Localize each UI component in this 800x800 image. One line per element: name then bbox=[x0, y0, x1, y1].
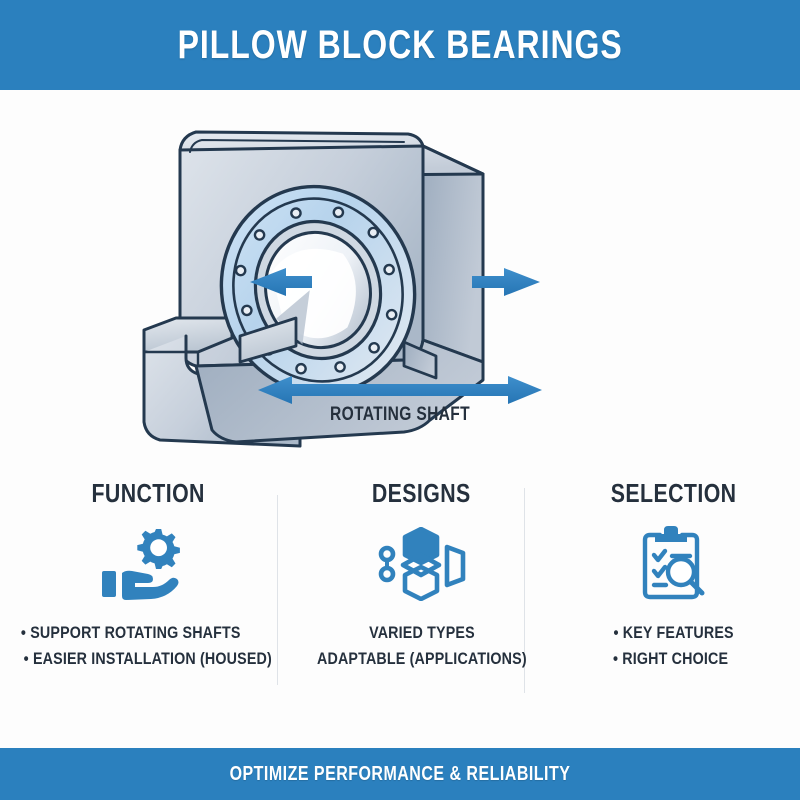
column-function-heading: FUNCTION bbox=[91, 478, 205, 508]
footer-banner: OPTIMIZE PERFORMANCE & RELIABILITY bbox=[0, 748, 800, 800]
shaft-span-arrow bbox=[258, 376, 542, 404]
page-title: PILLOW BLOCK BEARINGS bbox=[177, 22, 623, 67]
thrust-arrows bbox=[250, 268, 540, 296]
list-item-text: EASIER INSTALLATION (HOUSED) bbox=[32, 649, 272, 668]
bore-shadow bbox=[276, 290, 310, 345]
geometric-shapes-icon bbox=[377, 525, 467, 603]
housing-side-face bbox=[421, 144, 485, 364]
list-item-text: KEY FEATURES bbox=[623, 623, 735, 642]
list-item-text: RIGHT CHOICE bbox=[622, 649, 729, 668]
race-outer-groove bbox=[232, 197, 404, 383]
footer-text: OPTIMIZE PERFORMANCE & RELIABILITY bbox=[229, 762, 571, 785]
list-item: • SUPPORT ROTATING SHAFTS bbox=[20, 623, 241, 642]
column-divider-1 bbox=[277, 495, 278, 685]
list-item: VARIED TYPES bbox=[368, 623, 475, 642]
column-selection-list: • KEY FEATURES • RIGHT CHOICE bbox=[602, 623, 745, 669]
bearing-diagram-svg bbox=[142, 130, 542, 448]
list-item: • RIGHT CHOICE bbox=[613, 649, 729, 668]
column-designs-heading: DESIGNS bbox=[372, 478, 472, 508]
housing-top-bevel bbox=[189, 139, 405, 153]
list-item: • KEY FEATURES bbox=[613, 623, 735, 642]
column-designs-list: VARIED TYPES ADAPTABLE (APPLICATIONS) bbox=[297, 623, 547, 669]
column-selection-heading: SELECTION bbox=[611, 478, 737, 508]
hero-illustration bbox=[0, 90, 800, 450]
column-divider-2 bbox=[524, 488, 525, 693]
column-designs: DESIGNS bbox=[296, 470, 548, 700]
right-thrust-arrow bbox=[472, 268, 540, 296]
left-thrust-arrow bbox=[250, 268, 312, 296]
shaft-label: ROTATING SHAFT bbox=[330, 404, 470, 425]
list-item-text: SUPPORT ROTATING SHAFTS bbox=[30, 623, 241, 642]
column-function: FUNCTION • SUPPORT ROTATING SHAFTS • EAS… bbox=[0, 470, 296, 700]
list-item: • EASIER INSTALLATION (HOUSED) bbox=[23, 649, 272, 668]
clipboard-checklist-magnifier-icon bbox=[634, 525, 714, 603]
housing-corner-edge bbox=[421, 144, 485, 176]
shaft-key-right bbox=[402, 340, 438, 380]
column-function-list: • SUPPORT ROTATING SHAFTS • EASIER INSTA… bbox=[0, 623, 296, 669]
list-item: ADAPTABLE (APPLICATIONS) bbox=[316, 649, 527, 668]
header-banner: PILLOW BLOCK BEARINGS bbox=[0, 0, 800, 90]
shaft-key-left bbox=[238, 316, 298, 364]
feature-columns: FUNCTION • SUPPORT ROTATING SHAFTS • EAS… bbox=[0, 470, 800, 700]
column-selection: SELECTION • KEY FEATURES bbox=[548, 470, 800, 700]
hand-holding-gear-icon bbox=[100, 525, 196, 603]
